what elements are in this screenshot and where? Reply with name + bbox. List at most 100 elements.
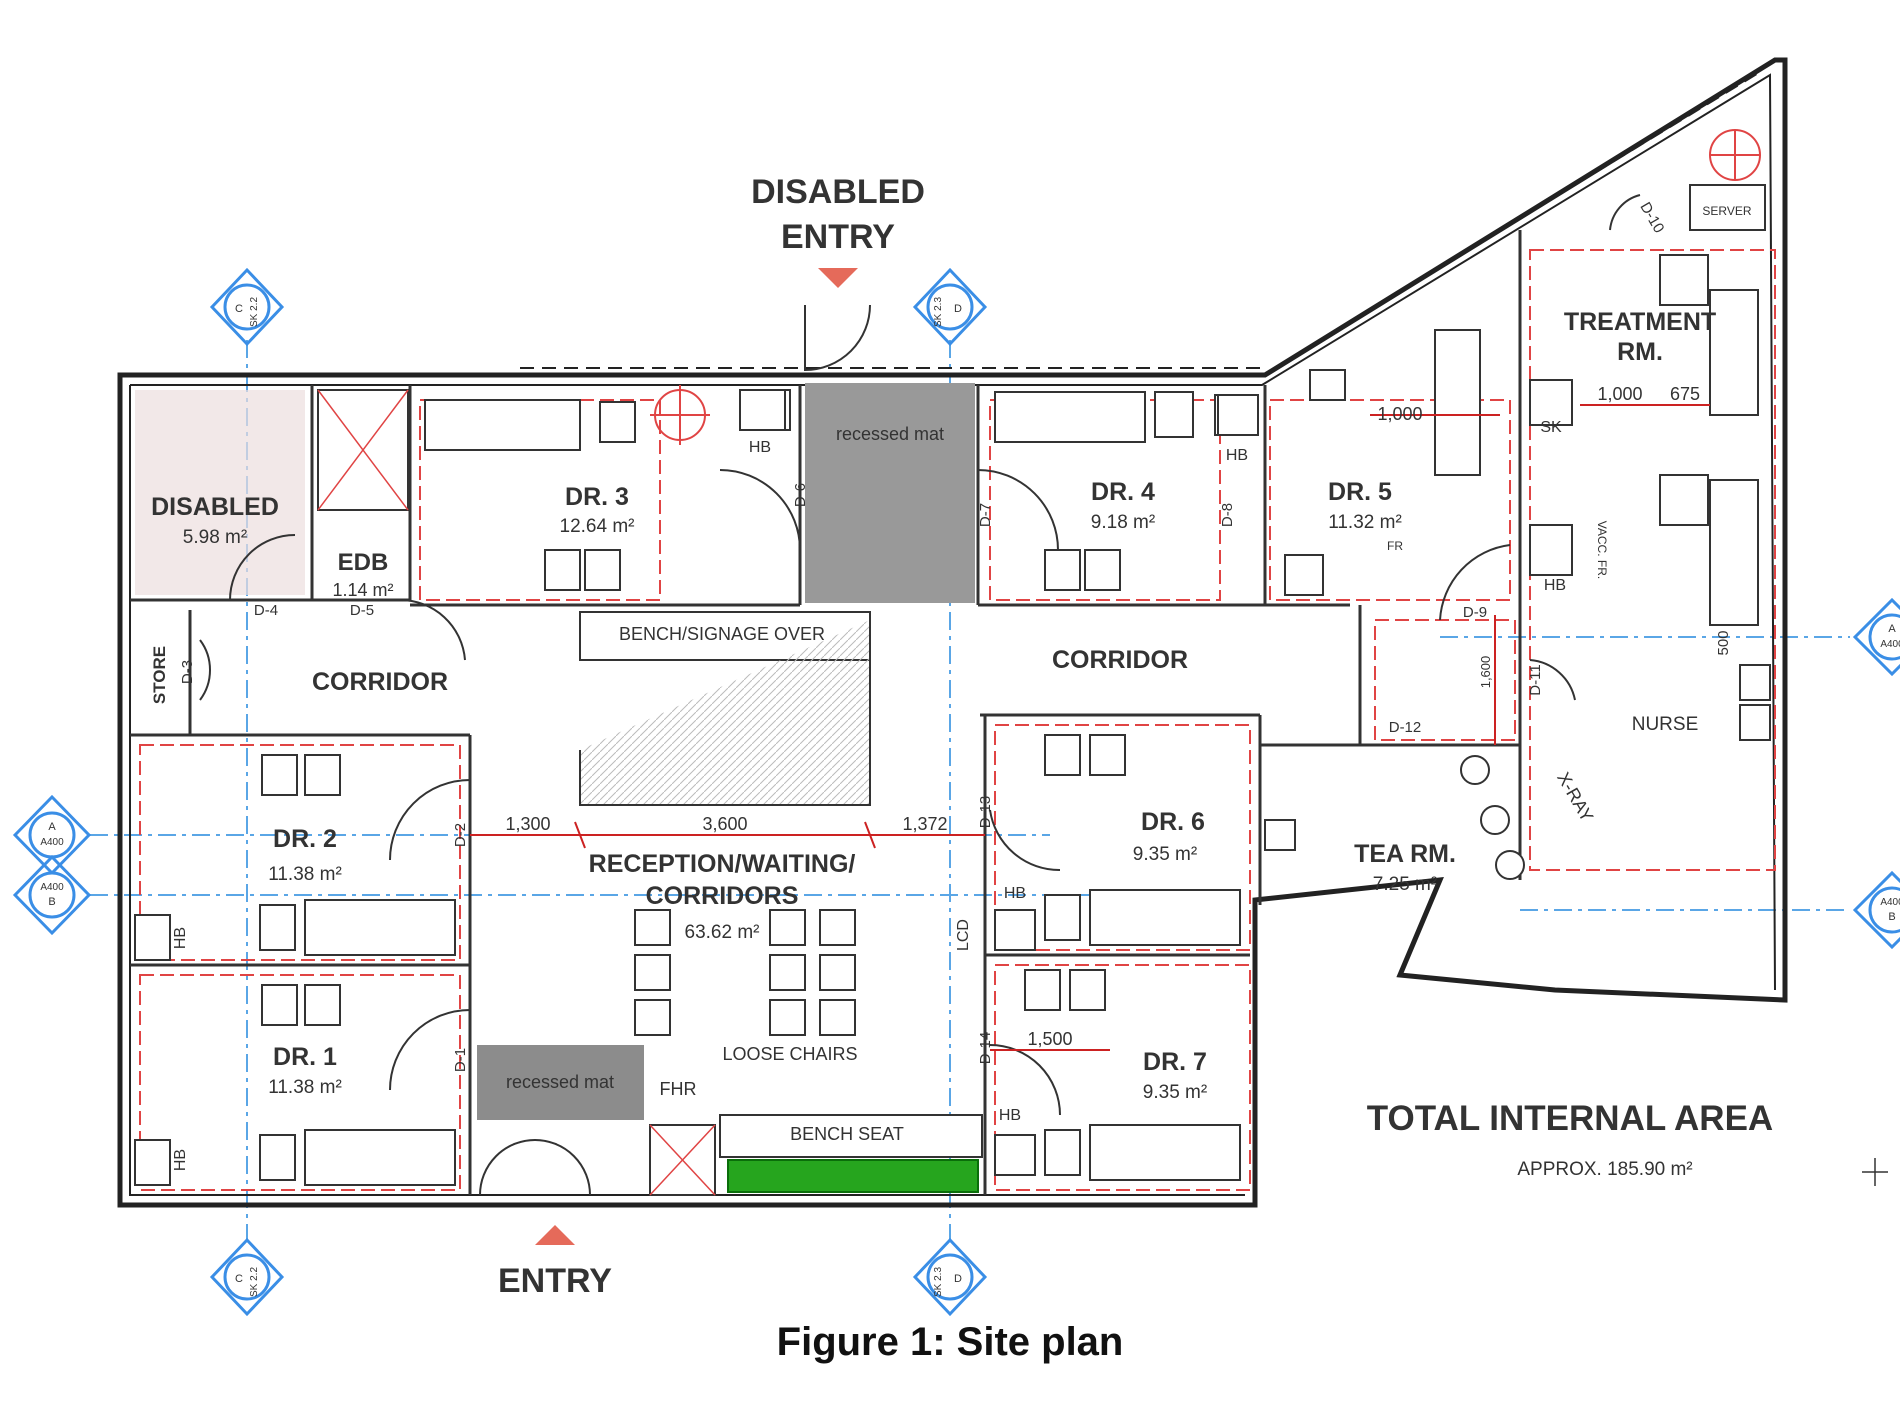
room-area-dr2: 11.38 m²	[268, 864, 342, 885]
total-area-title: TOTAL INTERNAL AREA	[1367, 1099, 1773, 1138]
room-area-dr3: 12.64 m²	[560, 516, 635, 537]
section-marker-label: SK 2.3	[933, 1267, 944, 1297]
door-tag: D-2	[452, 823, 469, 847]
entry-arrow	[535, 1225, 575, 1245]
room-name-dr3: DR. 3	[565, 483, 629, 511]
door-tag: D-8	[1219, 503, 1236, 527]
planter	[727, 1159, 979, 1193]
room-name-dr6: DR. 6	[1141, 808, 1205, 836]
figure-caption: Figure 1: Site plan	[776, 1320, 1124, 1364]
fr-label: FR	[1387, 539, 1403, 553]
dimension-label: 1,000	[1597, 384, 1642, 404]
section-marker-label: A400	[1880, 639, 1900, 650]
room-area-disabled: 5.98 m²	[183, 527, 247, 548]
room-name-reception-2: CORRIDORS	[646, 882, 799, 910]
hand-basins	[134, 389, 1324, 1186]
interior-walls	[130, 230, 1522, 1195]
dimension-label: 1,300	[505, 814, 550, 834]
door-swings	[199, 194, 1641, 1196]
section-marker-label: D	[954, 303, 962, 315]
section-marker-label: A	[1888, 623, 1896, 635]
room-area-dr1: 11.38 m²	[268, 1077, 342, 1098]
room-name-dr2: DR. 2	[273, 825, 337, 853]
door-tag: D-9	[1463, 604, 1487, 621]
dimension-label: 500	[1715, 630, 1732, 655]
crosshair-icon	[1862, 1158, 1888, 1186]
dimension-label: 675	[1670, 384, 1700, 404]
dimension-label: 1,372	[902, 814, 947, 834]
section-marker-label: B	[1888, 911, 1895, 923]
door-tag: D-5	[350, 602, 374, 619]
disabled-wc-fill	[135, 390, 305, 595]
entry-label: ENTRY	[498, 1262, 612, 1300]
section-marker-label: A400	[40, 837, 64, 848]
server-label: SERVER	[1702, 204, 1751, 218]
dimension-label: 1,000	[1377, 404, 1422, 424]
section-markers	[12, 267, 1900, 1317]
section-marker-label: A400	[1880, 897, 1900, 908]
room-area-edb: 1.14 m²	[332, 580, 393, 600]
section-marker-label: C	[235, 303, 243, 315]
door-tag: D-1	[452, 1048, 469, 1072]
room-area-tea: 7.25 m²	[1373, 874, 1437, 895]
door-tag: D-6	[792, 483, 809, 507]
section-marker-label: SK 2.2	[249, 1267, 260, 1297]
section-marker-label: A	[48, 821, 56, 833]
disabled-entry-label-2: ENTRY	[781, 218, 895, 256]
hb-label: HB	[999, 1107, 1021, 1124]
door-tag: D-11	[1527, 664, 1544, 695]
recessed-mat-top	[805, 383, 975, 603]
door-tag: D-10	[1636, 199, 1667, 236]
section-marker-label: A400	[40, 882, 64, 893]
ceiling-fan-icon	[650, 385, 710, 445]
room-name-store: STORE	[150, 646, 169, 704]
vacc-fr-label: VACC. FR.	[1595, 521, 1609, 579]
room-name-corridor-left: CORRIDOR	[312, 668, 448, 696]
room-name-corridor-right: CORRIDOR	[1052, 646, 1188, 674]
door-tag: D-12	[1389, 719, 1422, 736]
door-tag: D-3	[179, 660, 196, 684]
room-name-edb: EDB	[338, 549, 389, 576]
hb-label: HB	[172, 1149, 189, 1171]
hb-label: HB	[1544, 577, 1566, 594]
outer-walls	[117, 57, 1788, 1208]
room-area-dr7: 9.35 m²	[1143, 1082, 1207, 1103]
room-name-treatment: TREATMENT	[1564, 308, 1716, 336]
bench-seat-label: BENCH SEAT	[790, 1124, 904, 1144]
section-marker-label: SK 2.3	[933, 297, 944, 327]
disabled-entry-arrow	[818, 268, 858, 288]
disabled-entry-label: DISABLED	[751, 173, 925, 211]
recessed-mat-bottom-label: recessed mat	[506, 1072, 614, 1092]
ceiling-fan-icon	[1709, 129, 1761, 181]
sk-label: SK	[1540, 419, 1562, 436]
dimension-label: 3,600	[702, 814, 747, 834]
hb-label: HB	[172, 927, 189, 949]
door-tag: D-13	[977, 796, 994, 829]
fhr-label: FHR	[660, 1079, 697, 1099]
reception-counter	[579, 620, 871, 806]
room-name-dr4: DR. 4	[1091, 478, 1155, 506]
hb-label: HB	[749, 439, 771, 456]
loose-chairs-label: LOOSE CHAIRS	[722, 1044, 857, 1064]
section-marker-label: B	[48, 896, 55, 908]
dimension-label: 1,500	[1027, 1029, 1072, 1049]
dimension-line	[470, 404, 1710, 1051]
room-name-nurse: NURSE	[1632, 714, 1699, 735]
room-name-reception: RECEPTION/WAITING/	[589, 850, 856, 878]
room-area-dr4: 9.18 m²	[1091, 512, 1155, 533]
room-name-treatment-2: RM.	[1617, 338, 1663, 366]
room-name-xray: X-RAY	[1553, 769, 1597, 825]
dimension-label: 1,600	[1478, 656, 1493, 689]
door-tag: D-14	[977, 1032, 994, 1065]
section-marker-label: C	[235, 1273, 243, 1285]
hb-label: HB	[1226, 447, 1248, 464]
section-marker-label: SK 2.2	[249, 297, 260, 327]
lcd-label: LCD	[955, 919, 972, 951]
recessed-mat-top-label: recessed mat	[836, 424, 944, 444]
door-tag: D-4	[254, 602, 278, 619]
door-tag: D-7	[977, 503, 994, 527]
room-name-dr7: DR. 7	[1143, 1048, 1207, 1076]
room-area-dr6: 9.35 m²	[1133, 844, 1197, 865]
section-marker-label: D	[954, 1273, 962, 1285]
